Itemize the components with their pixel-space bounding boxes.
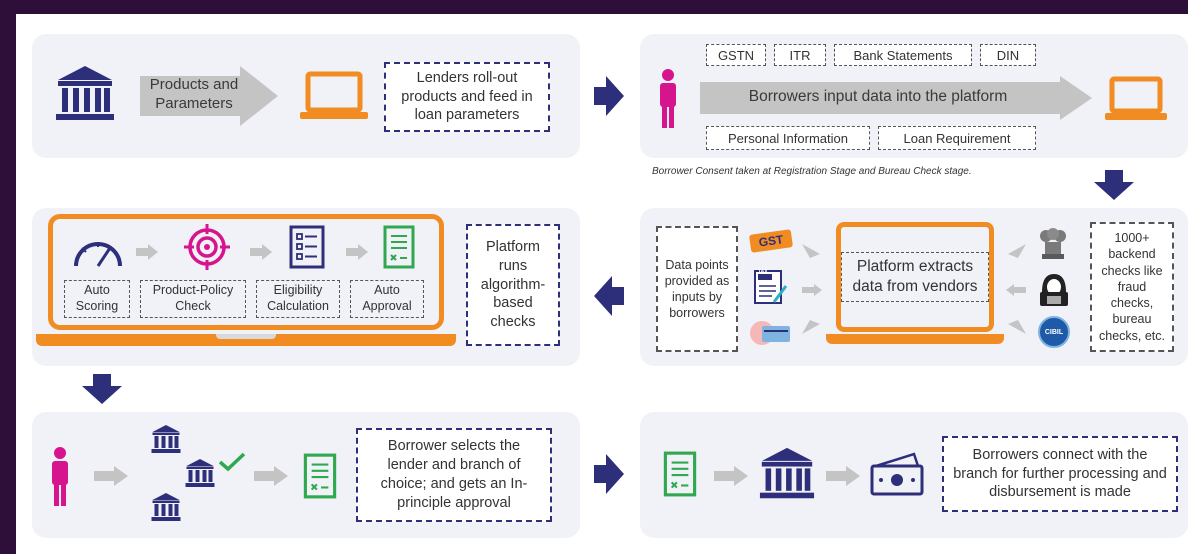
consent-note: Borrower Consent taken at Registration S… (652, 166, 972, 177)
platform-extracts-text: Platform extracts data from vendors (841, 251, 989, 303)
disbursement-description: Borrowers connect with the branch for fu… (942, 436, 1178, 512)
tag-din: DIN (980, 44, 1036, 66)
navy-arrow-right (594, 76, 624, 116)
platform-checks-description: Platform runs algorithm-based checks (466, 224, 560, 346)
bank-icon (151, 425, 181, 453)
borrower-input-label: Borrowers input data into the platform (748, 88, 1008, 105)
cash-icon (870, 452, 924, 496)
tag-bank-statements: Bank Statements (834, 44, 972, 66)
laptop-base (826, 334, 1004, 344)
tag-loan-requirement: Loan Requirement (878, 126, 1036, 150)
step-eligibility-calculation: Eligibility Calculation (256, 280, 340, 318)
bank-icon (759, 447, 815, 499)
person-icon (52, 447, 68, 506)
backend-checks-box: 1000+ backend checks like fraud checks, … (1090, 222, 1174, 352)
products-parameters-label: Products and Parameters (149, 76, 239, 112)
navy-arrow-down (82, 374, 122, 404)
panel-data-extraction: Data points provided as inputs by borrow… (640, 208, 1188, 366)
gst-icon: GST (748, 229, 794, 253)
grey-small-arrow (802, 320, 820, 334)
panel-lender-rollout: Products and Parameters Lenders roll-out… (32, 34, 580, 158)
navy-arrow-right (594, 454, 624, 494)
grey-small-arrow (254, 466, 288, 486)
target-icon (184, 224, 230, 270)
laptop-icon (300, 71, 368, 119)
grey-small-arrow (802, 284, 822, 296)
platform-laptop-screen: Platform extracts data from vendors (836, 222, 994, 332)
bank-icon (185, 459, 215, 487)
laptop-base (36, 334, 456, 346)
bank-icon (151, 493, 181, 521)
government-emblem-icon (1040, 228, 1066, 259)
approval-document-icon (303, 453, 337, 499)
person-icon (660, 69, 676, 128)
borrower-data-points-box: Data points provided as inputs by borrow… (656, 226, 738, 352)
navy-arrow-down (1094, 170, 1134, 200)
speedometer-icon (74, 242, 122, 267)
grey-small-arrow (346, 244, 368, 260)
grey-small-arrow (1006, 284, 1026, 296)
grey-small-arrow (802, 244, 820, 258)
grey-small-arrow (250, 244, 272, 260)
grey-small-arrow (1008, 244, 1026, 258)
approval-document-icon (663, 451, 697, 497)
grey-small-arrow (714, 466, 748, 486)
check-icon (218, 452, 246, 472)
grey-flow-arrow (140, 66, 278, 126)
tag-personal-information: Personal Information (706, 126, 870, 150)
bank-icon (56, 66, 114, 120)
grey-small-arrow (94, 466, 128, 486)
fraud-hacker-icon (1040, 274, 1068, 306)
navy-arrow-left (594, 276, 624, 316)
tag-itr: ITR (774, 44, 826, 66)
diagram-canvas: Products and Parameters Lenders roll-out… (16, 14, 1188, 554)
panel-platform-checks: Auto Scoring Product-Policy Check Eligib… (32, 208, 580, 366)
step-auto-approval: Auto Approval (350, 280, 424, 318)
step-auto-scoring: Auto Scoring (64, 280, 130, 318)
laptop-screen-frame (48, 214, 444, 330)
grey-small-arrow (826, 466, 860, 486)
laptop-icon (1105, 76, 1167, 120)
borrower-selection-description: Borrower selects the lender and branch o… (356, 428, 552, 522)
tax-form-icon (754, 270, 788, 304)
panel-disbursement: Borrowers connect with the branch for fu… (640, 412, 1188, 538)
bank-card-icon (750, 321, 790, 345)
panel-borrower-input: GSTN ITR Bank Statements DIN Borrowers i… (640, 34, 1188, 158)
grey-small-arrow (136, 244, 158, 260)
lender-rollout-description: Lenders roll-out products and feed in lo… (384, 62, 550, 132)
approval-document-icon (383, 225, 415, 269)
panel-borrower-selection: Borrower selects the lender and branch o… (32, 412, 580, 538)
step-product-policy-check: Product-Policy Check (140, 280, 246, 318)
tag-gstn: GSTN (706, 44, 766, 66)
grey-small-arrow (1008, 320, 1026, 334)
checklist-icon (289, 225, 325, 269)
cibil-logo-icon: CIBIL (1038, 316, 1070, 348)
grey-flow-arrow (700, 76, 1092, 120)
